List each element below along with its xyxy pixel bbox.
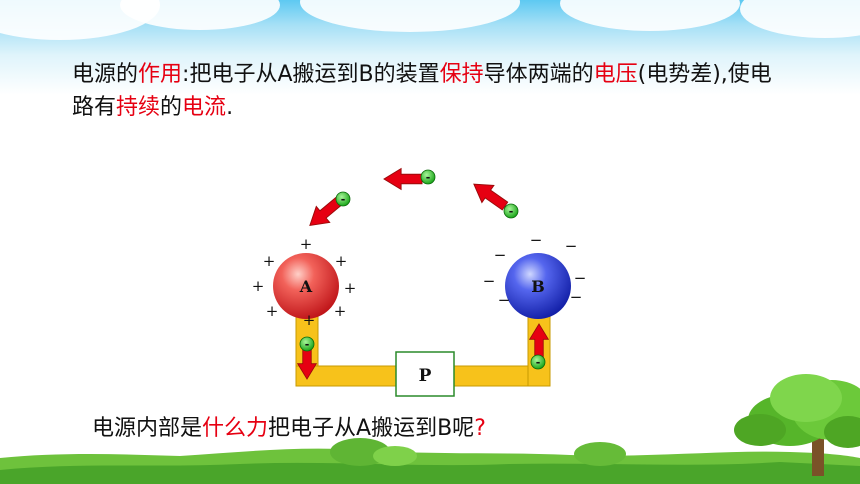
- text-segment: .: [226, 95, 234, 120]
- tree-icon: [734, 374, 860, 476]
- text-segment: 的: [160, 95, 183, 120]
- electron-icon: -: [420, 169, 436, 185]
- minus-sign: −: [498, 291, 511, 309]
- minus-sign: −: [574, 269, 587, 287]
- minus-sign: −: [483, 272, 496, 290]
- sphere-b-label: B: [531, 277, 545, 296]
- sphere-a-label: A: [299, 277, 313, 296]
- minus-sign: −: [570, 288, 583, 306]
- svg-text:-: -: [305, 338, 310, 351]
- definition-paragraph: 电源的作用:把电子从A搬运到B的装置保持导体两端的电压(电势差),使电路有持续的…: [72, 58, 792, 124]
- minus-sign: −: [494, 246, 507, 264]
- minus-sign: −: [565, 237, 578, 255]
- electron-icon: -: [503, 203, 519, 219]
- plus-sign: +: [300, 235, 313, 253]
- question-line: 电源内部是什么力把电子从A搬运到B呢?: [92, 414, 692, 444]
- text-segment: 电源的: [72, 62, 139, 87]
- highlight-maintain: 保持: [439, 62, 484, 87]
- highlight-what-force: 什么力: [202, 416, 269, 441]
- bush-icon: [574, 442, 626, 466]
- plus-sign: +: [263, 252, 276, 270]
- p-box: [395, 351, 455, 397]
- svg-text:-: -: [341, 193, 346, 206]
- plus-sign: +: [344, 279, 357, 297]
- plus-sign: +: [252, 277, 265, 295]
- text-segment: 把电子从A搬运到B呢: [268, 416, 475, 441]
- question-mark: ?: [474, 416, 486, 441]
- text-segment: 电源内部是: [92, 416, 203, 441]
- text-segment: 导体两端的: [483, 62, 594, 87]
- plus-sign: +: [266, 302, 279, 320]
- highlight-role: 作用: [138, 62, 183, 87]
- text-segment: :把电子从A搬运到B的装置: [182, 62, 440, 87]
- plus-sign: +: [334, 302, 347, 320]
- sphere-b: [505, 253, 571, 319]
- plus-sign: +: [335, 252, 348, 270]
- svg-text:-: -: [426, 171, 431, 184]
- bush-icon: [373, 446, 417, 466]
- grass-highlight: [0, 462, 860, 484]
- plus-sign: +: [303, 311, 316, 329]
- electron-icon: -: [299, 336, 315, 352]
- text-segment: (电势差),使电路有: [72, 62, 772, 120]
- highlight-current: 电流: [182, 95, 227, 120]
- highlight-voltage: 电压: [593, 62, 638, 87]
- electron-icon: -: [335, 191, 351, 207]
- electron-icon: -: [530, 354, 546, 370]
- sphere-a: [273, 253, 339, 319]
- minus-sign: −: [530, 231, 543, 249]
- svg-text:-: -: [509, 205, 514, 218]
- p-box-label: P: [419, 366, 432, 386]
- highlight-continuous: 持续: [116, 95, 161, 120]
- svg-text:-: -: [536, 356, 541, 369]
